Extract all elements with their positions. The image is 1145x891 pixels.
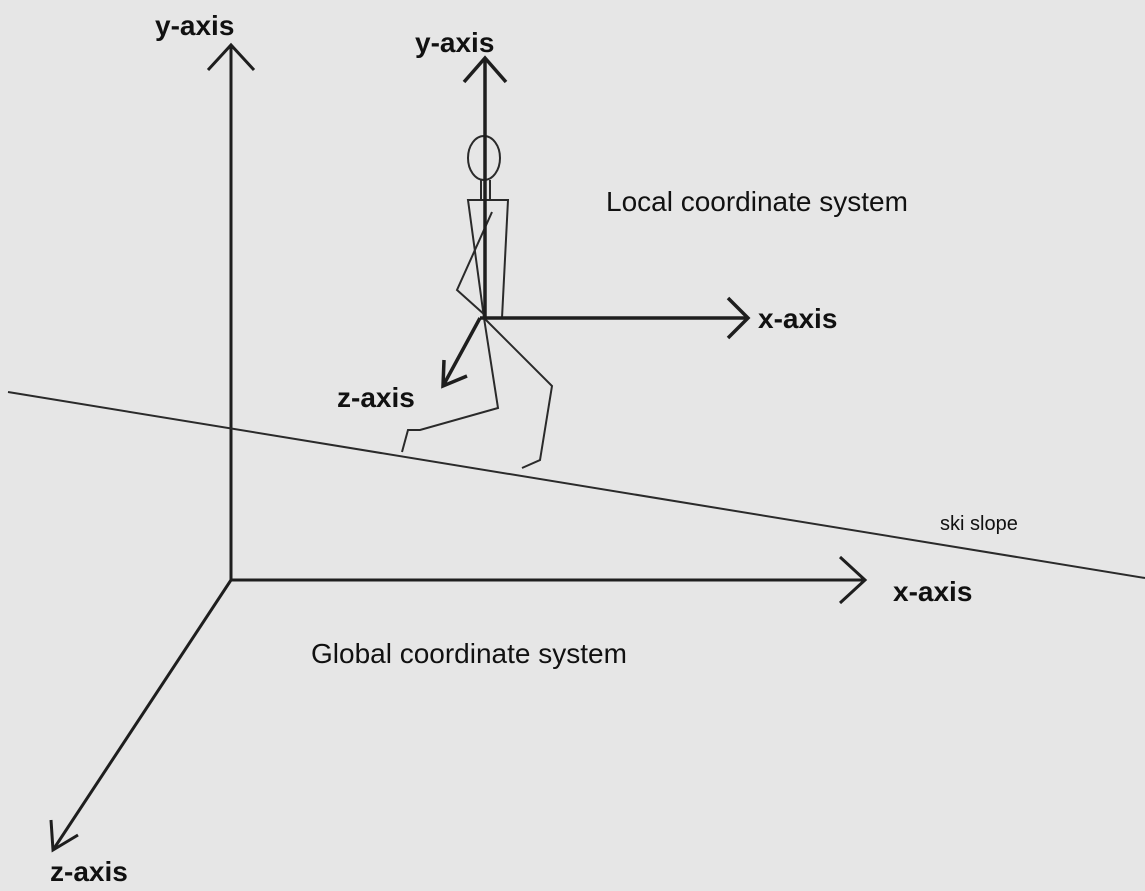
global-y-axis-arrowhead <box>206 42 256 72</box>
global-coordinate-system: y-axis x-axis z-axis Global coordinate s… <box>49 10 972 887</box>
local-z-axis-arrowhead <box>441 359 468 389</box>
skier-leg-front <box>401 317 500 453</box>
local-z-axis-line <box>441 317 482 387</box>
global-y-axis-label: y-axis <box>155 10 234 41</box>
global-system-label: Global coordinate system <box>311 638 627 669</box>
slope-label: ski slope <box>940 513 1018 535</box>
ski-slope: ski slope <box>7 391 1145 579</box>
global-z-axis-arrowhead <box>49 819 79 853</box>
local-x-axis-arrowhead <box>726 296 751 340</box>
global-z-axis-label: z-axis <box>50 856 128 887</box>
local-y-axis-label: y-axis <box>415 27 494 58</box>
global-x-axis-label: x-axis <box>893 576 972 607</box>
local-system-label: Local coordinate system <box>606 186 908 217</box>
skier-arm <box>455 211 493 317</box>
global-x-axis-arrowhead <box>838 555 868 605</box>
global-z-axis-line <box>51 579 233 851</box>
local-y-axis-arrowhead <box>462 55 508 84</box>
skier-figure <box>401 135 554 469</box>
slope-line <box>7 391 1145 579</box>
local-coordinate-system: y-axis x-axis z-axis Local coordinate sy… <box>337 27 908 413</box>
local-z-axis-label: z-axis <box>337 382 415 413</box>
skier-torso <box>466 199 510 319</box>
local-x-axis-label: x-axis <box>758 303 837 334</box>
skier-leg-back <box>483 317 554 469</box>
